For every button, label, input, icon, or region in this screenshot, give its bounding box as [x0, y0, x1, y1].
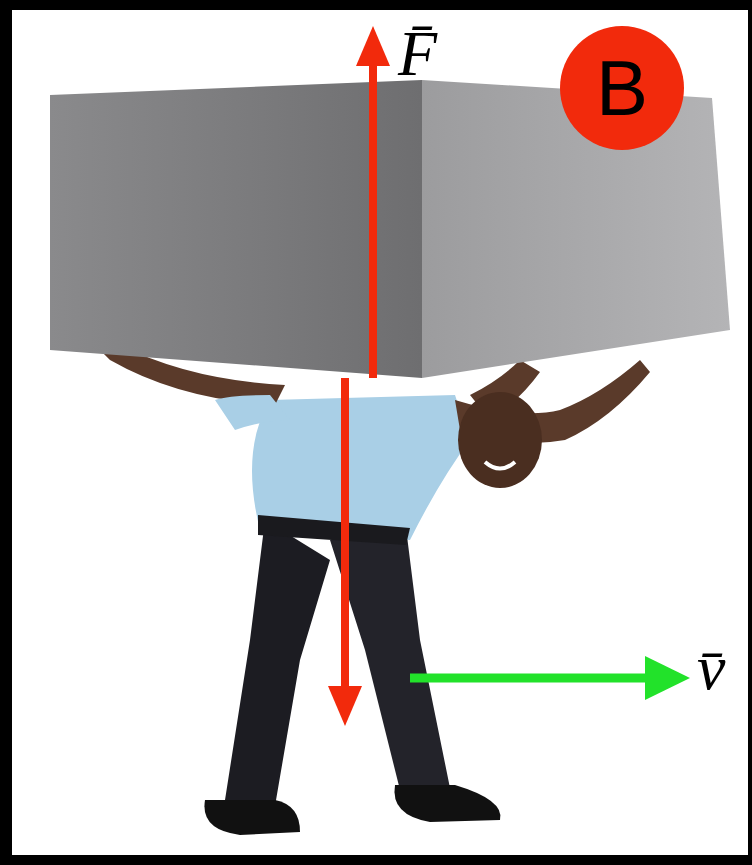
vector-label: F̄ [398, 22, 437, 86]
velocity-arrow [410, 656, 690, 700]
force-arrows [328, 26, 390, 726]
box-front [50, 80, 422, 378]
badge-letter: B [596, 49, 648, 127]
letter-badge: B [560, 26, 684, 150]
vector-label: v̄ [697, 636, 725, 700]
man-figure [100, 345, 650, 835]
panel [12, 10, 748, 855]
